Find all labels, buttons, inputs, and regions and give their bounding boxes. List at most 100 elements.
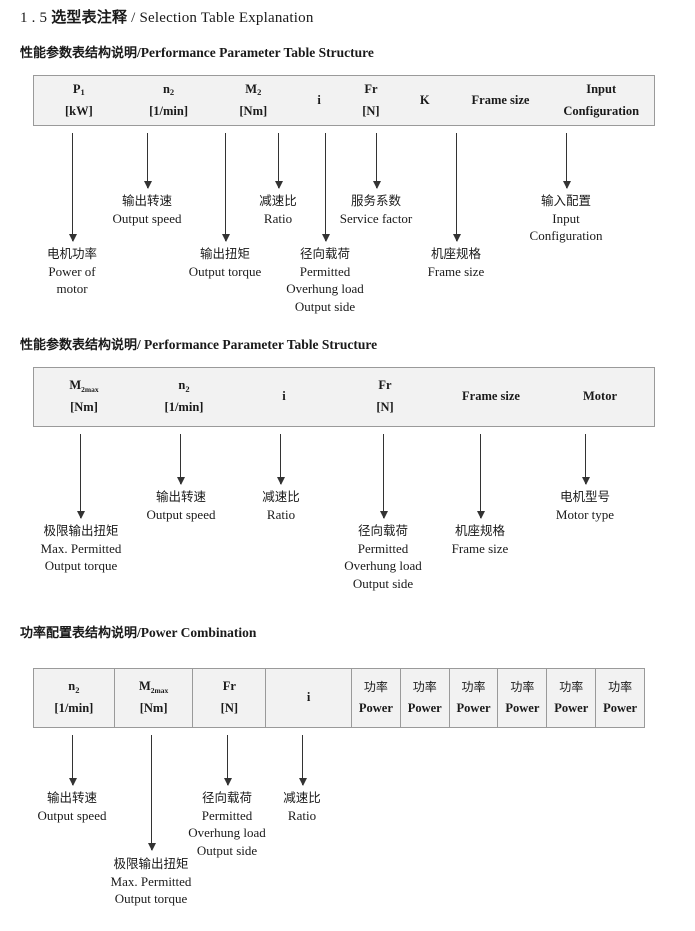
table3-col-power-1-en: Power [358, 700, 393, 715]
section-heading-2-cn: 性能参数表结构说明 [20, 338, 138, 353]
section-heading-3-en: Power Combination [140, 625, 257, 640]
table3-col-fr-unit: [N] [220, 701, 239, 715]
section-heading-2-sep: / [137, 337, 141, 352]
callout-overhung-load-1-cn: 径向载荷 [299, 246, 350, 261]
callout-power-of-motor-en1: Power of [48, 263, 96, 279]
table3-col-n2-unit: [1/min] [54, 701, 94, 715]
table1-col-m2: M2 [Nm] [213, 76, 293, 125]
table1-col-k: K [397, 76, 453, 125]
table2-col-n2-symbol: n [178, 378, 186, 393]
arrow-to-frame-size-2 [476, 434, 485, 519]
table3-col-power-5-en: Power [554, 700, 589, 715]
table1-col-p1-symbol: P [72, 81, 81, 96]
section-heading-2-en: Performance Parameter Table Structure [144, 337, 378, 352]
table3-col-power-4-cn: 功率 [510, 679, 535, 694]
table2-col-m2max-unit: [Nm] [70, 400, 98, 414]
table2-col-n2: n2 [1/min] [134, 368, 234, 426]
section-heading-1: 性能参数表结构说明/Performance Parameter Table St… [20, 42, 374, 61]
callout-output-speed-1-en1: Output speed [112, 210, 182, 226]
table3-col-fr-symbol: Fr [222, 679, 236, 694]
callout-output-speed-2: 输出转速 Output speed [126, 489, 236, 523]
table3-col-i: i [265, 669, 351, 727]
callout-output-speed-1: 输出转速 Output speed [92, 193, 202, 227]
table1-col-input-configuration-line1: Input [586, 81, 617, 96]
section-heading-3-sep: / [137, 625, 141, 640]
table3-col-power-1: 功率 Power [350, 669, 400, 727]
table1-col-n2-unit: [1/min] [149, 103, 188, 118]
callout-frame-size-1: 机座规格 Frame size [404, 246, 508, 280]
table2-col-fr-symbol: Fr [378, 378, 392, 393]
table3-col-i-symbol: i [306, 690, 311, 705]
callout-overhung-load-3-cn: 径向载荷 [201, 790, 252, 805]
table2-col-i-symbol: i [282, 389, 286, 404]
section-heading-1-sep: / [137, 45, 141, 60]
section-number: 1 . 5 [20, 10, 48, 26]
callout-ratio-2: 减速比 Ratio [241, 489, 321, 523]
arrow-to-overhung-load-1 [321, 133, 330, 242]
table3-col-power-1-cn: 功率 [363, 679, 388, 694]
arrow-to-power-of-motor [68, 133, 77, 242]
table2-col-m2max: M2max [Nm] [34, 368, 134, 426]
table2-col-frame-size-label: Frame size [462, 389, 520, 404]
table1-col-i: i [293, 76, 345, 125]
table1-col-p1-unit: [kW] [64, 103, 93, 118]
callout-ratio-1-cn: 减速比 [259, 193, 297, 208]
callout-input-configuration-en1: Input [552, 210, 580, 226]
arrow-to-output-speed-2 [176, 434, 185, 485]
section-heading-1-en: Performance Parameter Table Structure [140, 45, 374, 60]
table2-col-i: i [234, 368, 334, 426]
callout-power-of-motor-cn: 电机功率 [46, 246, 97, 261]
table1-col-input-configuration-line2: Configuration [563, 103, 640, 118]
callout-power-of-motor-en2: motor [56, 281, 88, 297]
table1-col-p1: P1 [kW] [34, 76, 124, 125]
callout-overhung-load-2: 径向载荷 Permitted Overhung load Output side [324, 523, 442, 593]
table3-col-power-5-cn: 功率 [559, 679, 584, 694]
table2-col-motor-label: Motor [582, 389, 617, 404]
performance-parameter-table-1: P1 [kW] n2 [1/min] M2 [Nm] i Fr [N] K Fr… [33, 75, 655, 126]
callout-output-speed-2-en1: Output speed [146, 506, 216, 522]
arrow-to-ratio-3 [298, 735, 307, 786]
callout-ratio-1-en1: Ratio [263, 210, 293, 226]
table3-col-n2: n2 [1/min] [34, 669, 114, 727]
table2-col-frame-size: Frame size [436, 368, 546, 426]
callout-ratio-3-en1: Ratio [287, 807, 317, 823]
callout-max-output-torque-3-cn: 极限输出扭矩 [113, 856, 189, 871]
table1-col-i-symbol: i [317, 92, 321, 107]
callout-overhung-load-1-en3: Output side [294, 298, 356, 314]
table2-col-m2max-sub: 2max [81, 384, 99, 394]
performance-parameter-table-2: M2max [Nm] n2 [1/min] i Fr [N] Frame siz… [33, 367, 655, 427]
section-heading-1-cn: 性能参数表结构说明 [20, 46, 138, 61]
table3-col-power-4-en: Power [505, 700, 540, 715]
table1-col-input-configuration: Input Configuration [548, 76, 654, 125]
callout-ratio-2-en1: Ratio [266, 506, 296, 522]
arrow-to-max-output-torque-2 [76, 434, 85, 519]
table3-col-power-4: 功率 Power [497, 669, 546, 727]
callout-motor-type-cn: 电机型号 [559, 489, 610, 504]
table1-col-frame-size: Frame size [453, 76, 549, 125]
callout-max-output-torque-3: 极限输出扭矩 Max. Permitted Output torque [88, 856, 214, 908]
callout-input-configuration-en2: Configuration [529, 228, 603, 244]
arrow-to-ratio-2 [276, 434, 285, 485]
table3-col-power-3: 功率 Power [448, 669, 498, 727]
arrow-to-ratio-1 [274, 133, 283, 189]
callout-overhung-load-1-en2: Overhung load [286, 281, 364, 297]
callout-overhung-load-1-en1: Permitted [299, 263, 351, 279]
callout-ratio-3: 减速比 Ratio [262, 790, 342, 824]
callout-max-output-torque-2: 极限输出扭矩 Max. Permitted Output torque [18, 523, 144, 575]
callout-overhung-load-2-en2: Overhung load [344, 558, 422, 574]
table3-col-m2max-unit: [Nm] [139, 701, 168, 715]
callout-frame-size-2: 机座规格 Frame size [428, 523, 532, 557]
section-heading-3: 功率配置表结构说明/Power Combination [20, 622, 256, 641]
table1-col-n2-symbol: n [162, 81, 170, 96]
callout-max-output-torque-2-cn: 极限输出扭矩 [43, 523, 119, 538]
callout-power-of-motor: 电机功率 Power of motor [24, 246, 120, 298]
table3-col-m2max-sub: 2max [150, 685, 169, 695]
callout-overhung-load-2-cn: 径向载荷 [357, 523, 408, 538]
arrow-to-max-output-torque-3 [147, 735, 156, 851]
arrow-to-motor-type [581, 434, 590, 485]
page-title-en: Selection Table Explanation [139, 10, 314, 26]
callout-output-torque-en1: Output torque [188, 263, 262, 279]
table3-col-n2-symbol: n [68, 679, 76, 694]
table3-col-power-2: 功率 Power [399, 669, 449, 727]
table3-col-power-6-cn: 功率 [608, 679, 633, 694]
